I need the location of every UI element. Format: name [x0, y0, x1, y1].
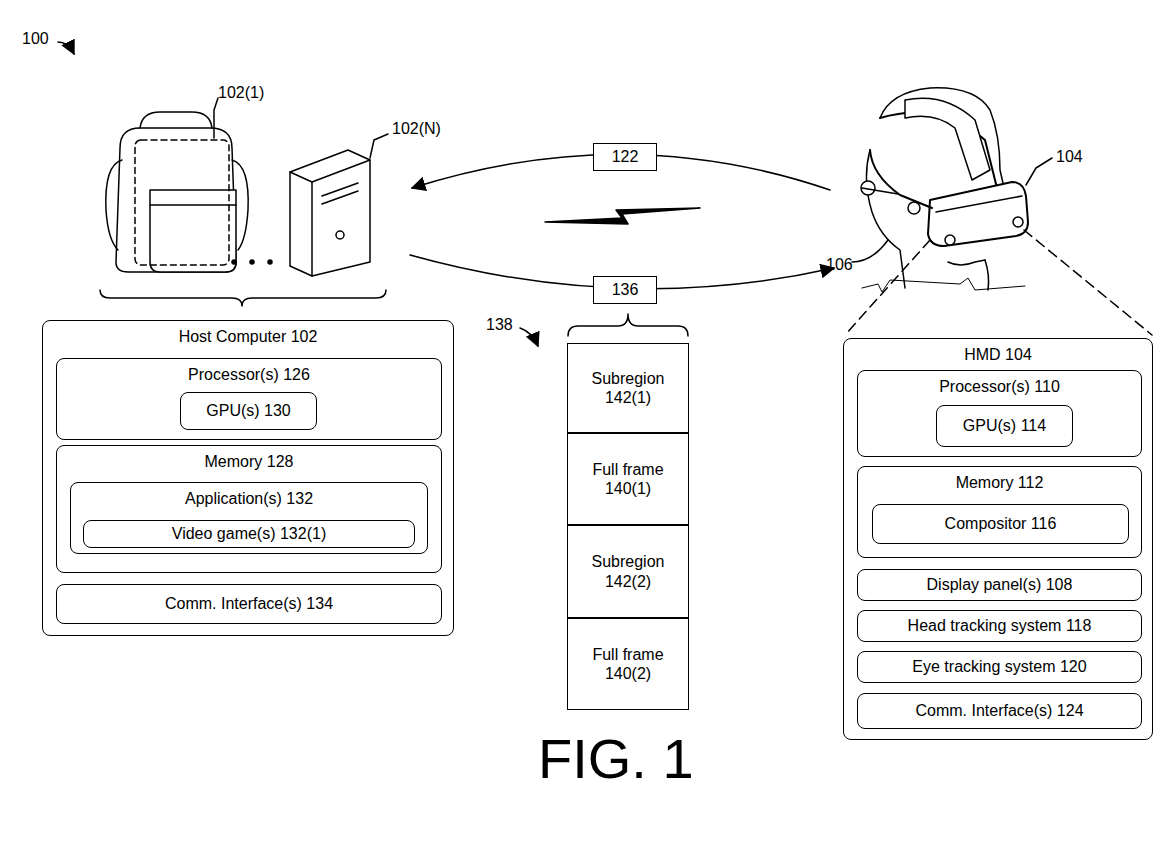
bracket — [100, 290, 386, 306]
callout-number: 104 — [1056, 148, 1083, 166]
subregion-cell: Subregion 142(2) — [567, 525, 689, 618]
box-heading: Host Computer 102 — [43, 327, 453, 346]
leader-arrow — [58, 42, 74, 54]
hmd-figure — [852, 88, 1052, 292]
wireless-symbol — [545, 208, 700, 224]
gpu-box: GPU(s) 114 — [936, 405, 1073, 447]
gpu-box: GPU(s) 130 — [180, 392, 317, 430]
box-label: Head tracking system 118 — [908, 616, 1092, 635]
leader-line — [370, 134, 388, 158]
bracket — [568, 314, 688, 336]
processor-box: Processor(s) 126GPU(s) 130 — [56, 358, 442, 440]
box-heading: Application(s) 132 — [71, 489, 427, 508]
callout-number: 100 — [22, 30, 49, 48]
comm-interface-box: Comm. Interface(s) 124 — [857, 693, 1142, 729]
projection-line — [845, 240, 930, 335]
video-game-box: Video game(s) 132(1) — [83, 520, 415, 548]
callout-number: 106 — [826, 256, 853, 274]
callout-number: 102(N) — [392, 120, 441, 138]
tower-computer-figure — [290, 134, 388, 276]
application-box: Application(s) 132Video game(s) 132(1) — [70, 482, 428, 554]
hmd-box: HMD 104Processor(s) 110GPU(s) 114Memory … — [843, 338, 1153, 740]
box-label: Full frame 140(2) — [568, 645, 688, 683]
box-heading: Processor(s) 126 — [57, 365, 441, 384]
head-tracking-box: Head tracking system 118 — [857, 610, 1142, 642]
leader-line — [214, 98, 218, 138]
memory-box: Memory 112Compositor 116 — [857, 466, 1142, 558]
full-frame-cell: Full frame 140(2) — [567, 618, 689, 710]
callout-number: 138 — [486, 316, 513, 334]
box-label: Comm. Interface(s) 134 — [165, 594, 333, 613]
comm-interface-box: Comm. Interface(s) 134 — [56, 584, 442, 624]
box-heading: Processor(s) 110 — [858, 377, 1141, 396]
callout-number: 102(1) — [218, 84, 264, 102]
compositor-box: Compositor 116 — [872, 504, 1129, 544]
signal-box: 136 — [593, 276, 657, 304]
box-label: 136 — [612, 280, 639, 299]
projection-line — [1024, 230, 1152, 335]
leader-line — [852, 240, 888, 262]
eye-tracking-box: Eye tracking system 120 — [857, 651, 1142, 683]
box-heading: HMD 104 — [844, 345, 1152, 364]
box-label: Subregion 142(2) — [568, 552, 688, 590]
box-heading: Memory 128 — [57, 452, 441, 471]
memory-box: Memory 128Application(s) 132Video game(s… — [56, 445, 442, 573]
box-label: Display panel(s) 108 — [927, 575, 1073, 594]
leader-line — [1026, 158, 1052, 185]
box-label: Video game(s) 132(1) — [172, 524, 326, 543]
box-label: Comm. Interface(s) 124 — [915, 701, 1083, 720]
box-label: GPU(s) 130 — [206, 401, 290, 420]
box-label: GPU(s) 114 — [963, 416, 1046, 435]
box-label: Eye tracking system 120 — [912, 657, 1086, 676]
host-computer-box: Host Computer 102Processor(s) 126GPU(s) … — [42, 320, 454, 636]
box-label: 122 — [612, 147, 639, 166]
box-heading: Memory 112 — [858, 473, 1141, 492]
leader-arrow — [520, 328, 538, 346]
full-frame-cell: Full frame 140(1) — [567, 433, 689, 525]
box-label: Full frame 140(1) — [568, 460, 688, 498]
figure-caption: FIG. 1 — [538, 728, 694, 790]
display-panel-box: Display panel(s) 108 — [857, 569, 1142, 601]
box-label: Compositor 116 — [945, 514, 1057, 533]
processor-box: Processor(s) 110GPU(s) 114 — [857, 370, 1142, 457]
subregion-cell: Subregion 142(1) — [567, 343, 689, 433]
backpack-figure — [106, 98, 248, 272]
signal-box: 122 — [593, 143, 657, 171]
box-label: Subregion 142(1) — [568, 369, 688, 407]
